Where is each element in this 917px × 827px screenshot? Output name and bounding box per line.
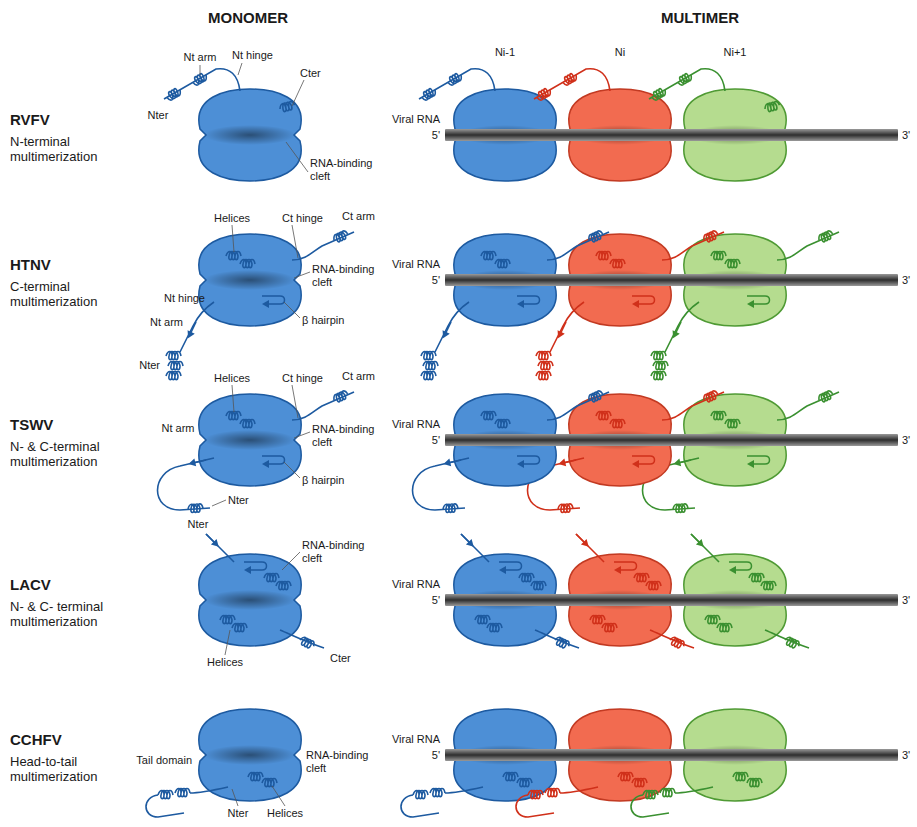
column-header: MULTIMER [661, 9, 739, 26]
htnv-row [166, 230, 898, 380]
part-label: Ct hinge [282, 212, 323, 225]
column-header: MONOMER [208, 9, 288, 26]
part-label: Nter [188, 518, 209, 531]
part-label: Helices [267, 807, 303, 820]
part-label: Nt arm [184, 51, 217, 64]
rna-end-label: 3' [902, 594, 910, 607]
part-label: Nter [148, 109, 169, 122]
part-label: β hairpin [302, 474, 344, 487]
virus-name: LACV [10, 576, 51, 593]
part-label: Nter [228, 807, 249, 820]
part-label: Nt arm [162, 422, 195, 435]
part-label: Nt arm [150, 316, 183, 329]
rna-end-label: 5' [432, 749, 440, 762]
part-label: Ct arm [342, 210, 375, 223]
part-label: RNA-binding cleft [312, 423, 392, 448]
multimerization-type: Head-to-tail multimerization [10, 755, 120, 785]
rvfv-row [164, 69, 898, 181]
part-label: RNA-binding cleft [312, 263, 392, 288]
rna-label: Viral RNA [392, 578, 440, 591]
rna-label: Viral RNA [392, 258, 440, 271]
rna-end-label: 5' [432, 129, 440, 142]
rna-label: Viral RNA [392, 418, 440, 431]
part-label: Cter [300, 67, 321, 80]
part-label: Nt hinge [164, 292, 205, 305]
part-label: Helices [214, 372, 250, 385]
part-label: β hairpin [302, 314, 344, 327]
rna-end-label: 5' [432, 594, 440, 607]
part-label: RNA-binding cleft [310, 157, 390, 182]
rna-end-label: 3' [902, 274, 910, 287]
rna-end-label: 3' [902, 749, 910, 762]
rna-end-label: 5' [432, 274, 440, 287]
rna-end-label: 3' [902, 129, 910, 142]
part-label: Helices [207, 656, 243, 669]
part-label: Nt hinge [232, 49, 273, 62]
rna-end-label: 5' [432, 434, 440, 447]
part-label: Cter [330, 652, 351, 665]
virus-name: RVFV [10, 111, 50, 128]
leader-lines [200, 63, 310, 806]
part-label: Ct arm [342, 370, 375, 383]
subunit-label: Ni-1 [495, 46, 515, 59]
part-label: Ct hinge [282, 372, 323, 385]
virus-name: HTNV [10, 256, 51, 273]
multimerization-type: N- & C-terminal multimerization [10, 440, 125, 470]
part-label: RNA-binding cleft [302, 539, 382, 564]
rna-label: Viral RNA [392, 733, 440, 746]
multimerization-type: N- & C- terminal multimerization [10, 600, 125, 630]
rna-end-label: 3' [902, 434, 910, 447]
part-label: Helices [214, 212, 250, 225]
multimerization-type: N-terminal multimerization [10, 135, 120, 165]
subunit-label: Ni [615, 46, 625, 59]
part-label: RNA-binding cleft [306, 749, 386, 774]
part-label: Tail domain [136, 754, 192, 767]
multimerization-type: C-terminal multimerization [10, 280, 120, 310]
subunit-label: Ni+1 [724, 46, 747, 59]
virus-name: TSWV [10, 416, 53, 433]
part-label: Nter [228, 494, 249, 507]
cchfv-row [146, 709, 898, 817]
tswv-row [158, 390, 899, 513]
virus-name: CCHFV [10, 731, 62, 748]
rna-label: Viral RNA [392, 113, 440, 126]
lacv-row [199, 531, 898, 650]
part-label: Nter [139, 359, 160, 372]
